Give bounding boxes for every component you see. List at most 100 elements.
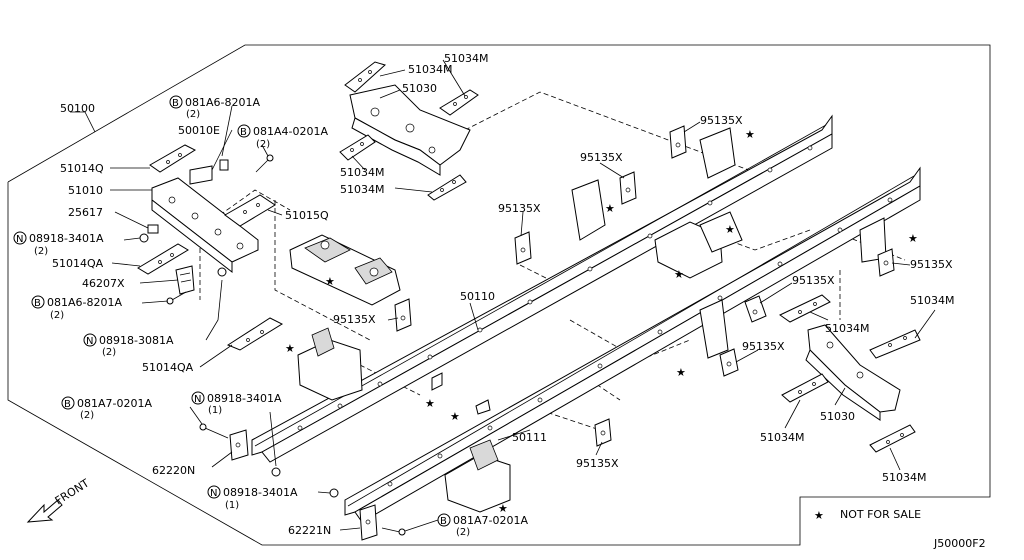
mount-center: [654, 211, 743, 279]
bracket-95135x-left-mount: [571, 127, 887, 263]
star-marker: ★: [745, 128, 755, 141]
nut-n-low-part[interactable]: [271, 467, 281, 477]
label-bolt-top2: 081A4-0201A: [253, 125, 328, 138]
star-marker: ★: [676, 366, 686, 379]
gusset-top-4[interactable]: [427, 174, 467, 201]
diagram-code: J50000F2: [933, 537, 986, 550]
n-prefix-icon: [207, 485, 221, 499]
gusset-right-3[interactable]: [781, 373, 829, 403]
svg-text:(2): (2): [34, 246, 48, 257]
plug-50010e[interactable]: [189, 159, 229, 185]
svg-text:B: B: [172, 98, 179, 109]
nut-n-bottom-part[interactable]: [329, 488, 339, 498]
label-51014qa-left: 51014QA: [52, 257, 104, 270]
label-bolt-top: 081A6-8201A: [185, 96, 260, 109]
hook-62220n[interactable]: [229, 429, 249, 461]
gusset-right-2[interactable]: [869, 329, 921, 359]
crossmember-top[interactable]: [349, 84, 471, 176]
bracket-51014q[interactable]: [149, 144, 197, 173]
bumper-25617[interactable]: [147, 224, 159, 234]
bracket-small-center: [431, 372, 491, 415]
label-51034m-right4: 51034M: [882, 471, 926, 484]
label-50111: 50111: [512, 431, 547, 444]
bolt-top2[interactable]: [255, 154, 274, 173]
mount-rear: [699, 299, 729, 359]
side-member-rh-holes: [387, 197, 893, 487]
side-member-lh[interactable]: [251, 114, 833, 463]
label-51034m-top1: 51034M: [444, 52, 488, 65]
label-51015q: 51015Q: [285, 209, 329, 222]
label-95135x-6: 95135X: [742, 340, 785, 353]
label-51014q: 51014Q: [60, 162, 104, 175]
svg-text:(2): (2): [102, 347, 116, 358]
svg-text:(2): (2): [186, 109, 200, 120]
hook-62221n[interactable]: [359, 504, 378, 541]
label-51034m-right1: 51034M: [910, 294, 954, 307]
bracket-95135x-1[interactable]: [669, 125, 687, 159]
bolt-b-left-part[interactable]: [166, 291, 187, 305]
legend-star-icon: ★: [814, 509, 824, 522]
side-member-rh[interactable]: [344, 166, 921, 523]
label-95135x-3: 95135X: [498, 202, 541, 215]
label-nut-top: 08918-3401A: [29, 232, 104, 245]
label-51034m-top2: 51034M: [408, 63, 452, 76]
bracket-95135x-8[interactable]: [877, 248, 895, 277]
svg-text:B: B: [34, 298, 41, 309]
label-nut-bottom: 08918-3401A: [223, 486, 298, 499]
label-50010e: 50010E: [178, 124, 220, 137]
label-bolt-left: 081A6-8201A: [47, 296, 122, 309]
label-95135x-2: 95135X: [580, 151, 623, 164]
label-25617: 25617: [68, 206, 103, 219]
mount-rh: [444, 439, 511, 513]
label-62220n: 62220N: [152, 464, 195, 477]
bracket-95135x-6[interactable]: [719, 348, 739, 377]
gusset-top-3[interactable]: [339, 134, 376, 161]
front-arrow-icon: [26, 499, 63, 523]
label-51030-top: 51030: [402, 82, 437, 95]
b-prefix-icon: [437, 513, 451, 527]
bracket-95135x-2[interactable]: [619, 171, 637, 205]
rear-member[interactable]: [151, 177, 259, 274]
b-prefix-icon: [169, 95, 183, 109]
bracket-95135x-4[interactable]: [394, 298, 412, 332]
label-95135x-8: 95135X: [910, 258, 953, 271]
label-51030-right: 51030: [820, 410, 855, 423]
leader-lines: [70, 59, 936, 532]
bracket-51014qa-left[interactable]: [137, 243, 189, 275]
label-50100: 50100: [60, 102, 95, 115]
bracket-51015q[interactable]: [224, 194, 276, 227]
label-51034m-right3: 51034M: [760, 431, 804, 444]
hook-46207x[interactable]: [175, 265, 195, 295]
gusset-top-2[interactable]: [439, 89, 479, 116]
star-marker: ★: [325, 275, 335, 288]
bracket-51014qa-lower[interactable]: [226, 317, 284, 351]
nut-n-mid-part[interactable]: [217, 267, 227, 277]
svg-text:B: B: [240, 127, 247, 138]
nut-n-top-part[interactable]: [139, 233, 149, 243]
label-nut-low: 08918-3401A: [207, 392, 282, 405]
bolt-b-low-part[interactable]: [199, 423, 229, 439]
svg-text:(2): (2): [50, 310, 64, 321]
bracket-95135x-7[interactable]: [594, 418, 612, 447]
star-marker: ★: [285, 342, 295, 355]
not-for-sale-markers: ★ ★ ★ ★ ★ ★ ★ ★ ★ ★ ★: [285, 128, 918, 515]
svg-text:(2): (2): [456, 527, 470, 538]
bracket-95135x-5[interactable]: [744, 295, 767, 323]
b-prefix-icon: [237, 124, 251, 138]
bracket-95135x-3[interactable]: [514, 231, 532, 265]
label-62221n: 62221N: [288, 524, 331, 537]
gusset-right-1[interactable]: [779, 294, 831, 323]
n-prefix-icon: [191, 391, 205, 405]
svg-text:(1): (1): [208, 405, 222, 416]
bolt-b-bottom-part[interactable]: [381, 527, 406, 536]
crossmember-mid[interactable]: [289, 234, 401, 306]
svg-text:N: N: [86, 336, 93, 347]
crossmember-right[interactable]: [805, 324, 901, 421]
gusset-right-4[interactable]: [869, 424, 916, 453]
label-95135x-4: 95135X: [333, 313, 376, 326]
svg-text:N: N: [194, 394, 201, 405]
star-marker: ★: [425, 397, 435, 410]
gusset-top-1[interactable]: [344, 61, 386, 93]
star-marker: ★: [725, 223, 735, 236]
label-46207x: 46207X: [82, 277, 125, 290]
